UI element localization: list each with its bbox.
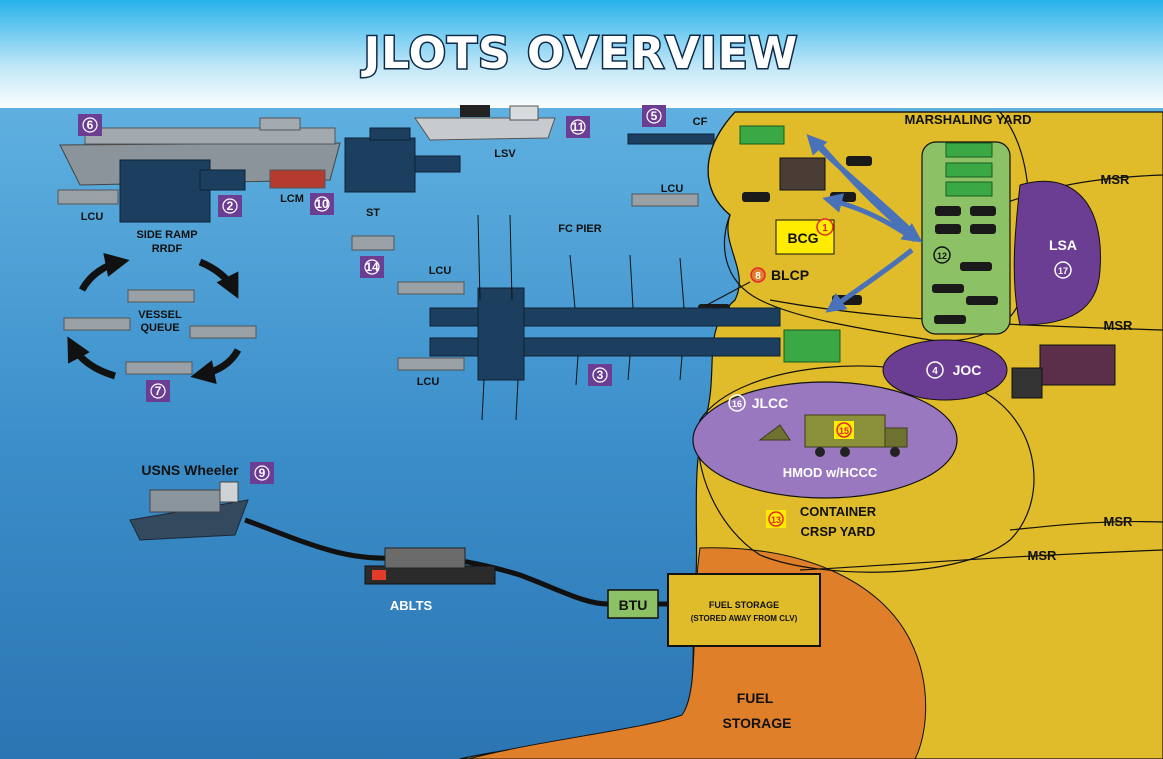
- badge-16: 16: [728, 394, 746, 412]
- badge-2: 2: [218, 195, 242, 217]
- badge-11: 11: [566, 116, 590, 138]
- msr-label-3: MSR: [1104, 514, 1134, 529]
- rrdf-label: RRDF: [152, 243, 183, 255]
- svg-text:12: 12: [937, 251, 947, 261]
- btu-label: BTU: [619, 597, 648, 613]
- svg-text:17: 17: [1058, 266, 1068, 276]
- svg-text:3: 3: [597, 368, 604, 382]
- lsa-label: LSA: [1049, 237, 1077, 253]
- badge-8: 8: [750, 267, 766, 283]
- vehicle-icons: [698, 156, 998, 324]
- flow-arrows: [806, 134, 923, 313]
- lcu-label-3: LCU: [429, 265, 452, 277]
- lcm-label: LCM: [280, 193, 304, 205]
- jlcc-label: JLCC: [752, 395, 789, 411]
- bcg-label: BCG: [787, 230, 818, 246]
- badge-1: 1: [816, 218, 834, 236]
- badge-15: 15: [834, 421, 854, 439]
- lsv-label: LSV: [494, 148, 516, 160]
- blcp-pointer: [704, 281, 751, 307]
- fc-pier-label: FC PIER: [558, 223, 601, 235]
- badge-7: 7: [146, 380, 170, 402]
- badge-14: 14: [360, 256, 384, 278]
- badge-3: 3: [588, 364, 612, 386]
- lsa-area: [1013, 180, 1101, 326]
- svg-text:7: 7: [155, 384, 162, 398]
- ablts-label: ABLTS: [390, 598, 433, 613]
- st-label: ST: [366, 207, 380, 219]
- cf-causeway: [627, 133, 715, 145]
- container-crsp-label-1: CONTAINER: [800, 504, 877, 519]
- container-yard-boundary: [697, 365, 1035, 573]
- msr-line-4: [799, 549, 1163, 571]
- page-title: JLOTS OVERVIEW: [361, 28, 799, 79]
- badge-6: 6: [78, 114, 102, 136]
- rrdf-grid: [119, 159, 246, 223]
- usns-label: USNS Wheeler: [141, 462, 239, 478]
- svg-text:2: 2: [227, 199, 234, 213]
- blcp-label: BLCP: [771, 267, 809, 283]
- container-crsp-label-2: CRSP YARD: [801, 524, 876, 539]
- svg-text:11: 11: [572, 120, 585, 134]
- badge-17: 17: [1054, 261, 1072, 279]
- badge-4: 4: [926, 361, 944, 379]
- msr-label-1: MSR: [1101, 172, 1131, 187]
- svg-text:14: 14: [365, 260, 379, 274]
- badge-10: 10: [310, 193, 334, 215]
- marshaling-yard-label: MARSHALING YARD: [904, 112, 1031, 127]
- joc-label: JOC: [953, 362, 982, 378]
- svg-text:10: 10: [315, 197, 329, 211]
- svg-text:1: 1: [822, 223, 828, 234]
- badge-5: 5: [642, 105, 666, 127]
- lsv-ship-icon: [414, 105, 556, 141]
- svg-text:8: 8: [755, 271, 761, 282]
- ablts-icon: [364, 547, 496, 585]
- fuel-storage-box-label-2: (STORED AWAY FROM CLV): [691, 614, 798, 623]
- causeway-sections: [344, 127, 461, 193]
- badge-12: 12: [933, 246, 951, 264]
- container-icon: [739, 125, 785, 145]
- svg-text:15: 15: [839, 426, 849, 436]
- container-handler-icon: [779, 157, 826, 191]
- side-ramp-label: SIDE RAMP: [136, 229, 197, 241]
- msr-label-4: MSR: [1028, 548, 1058, 563]
- msr-label-2: MSR: [1104, 318, 1134, 333]
- fuel-storage-label-1: FUEL: [737, 690, 774, 706]
- hmod-label: HMOD w/HCCC: [783, 465, 878, 480]
- usns-wheeler-ship-icon: [129, 481, 249, 541]
- container-stack: [945, 142, 993, 197]
- fuel-storage-box: [667, 573, 821, 647]
- svg-text:4: 4: [932, 366, 938, 377]
- small-vessels: [57, 189, 699, 375]
- anchor-lines: [477, 214, 685, 421]
- joc-area: [882, 339, 1008, 401]
- sky-band: [0, 0, 1163, 110]
- svg-text:16: 16: [732, 399, 742, 409]
- badge-13: 13: [766, 510, 786, 528]
- fc-pier: [429, 287, 781, 381]
- lcu-label-2: LCU: [661, 183, 684, 195]
- fuel-storage-label-2: STORAGE: [723, 715, 792, 731]
- cf-label: CF: [693, 116, 708, 128]
- msr-line-3: [1009, 520, 1163, 531]
- svg-text:5: 5: [651, 109, 658, 123]
- fuel-storage-box-label-1: FUEL STORAGE: [709, 600, 779, 610]
- vessel-queue-label-1: VESSEL: [138, 309, 182, 321]
- svg-text:6: 6: [87, 118, 94, 132]
- svg-text:9: 9: [259, 466, 266, 480]
- vessel-queue-label-2: QUEUE: [140, 322, 179, 334]
- reach-stacker-icon: [1039, 344, 1116, 386]
- badge-9: 9: [250, 462, 274, 484]
- reach-stacker-cab-icon: [1011, 367, 1043, 399]
- lcu-label-1: LCU: [81, 211, 104, 223]
- container-icon-pier: [783, 329, 841, 363]
- lcu-label-4: LCU: [417, 376, 440, 388]
- svg-text:13: 13: [771, 515, 781, 525]
- vessel-queue-arrows: [67, 252, 242, 385]
